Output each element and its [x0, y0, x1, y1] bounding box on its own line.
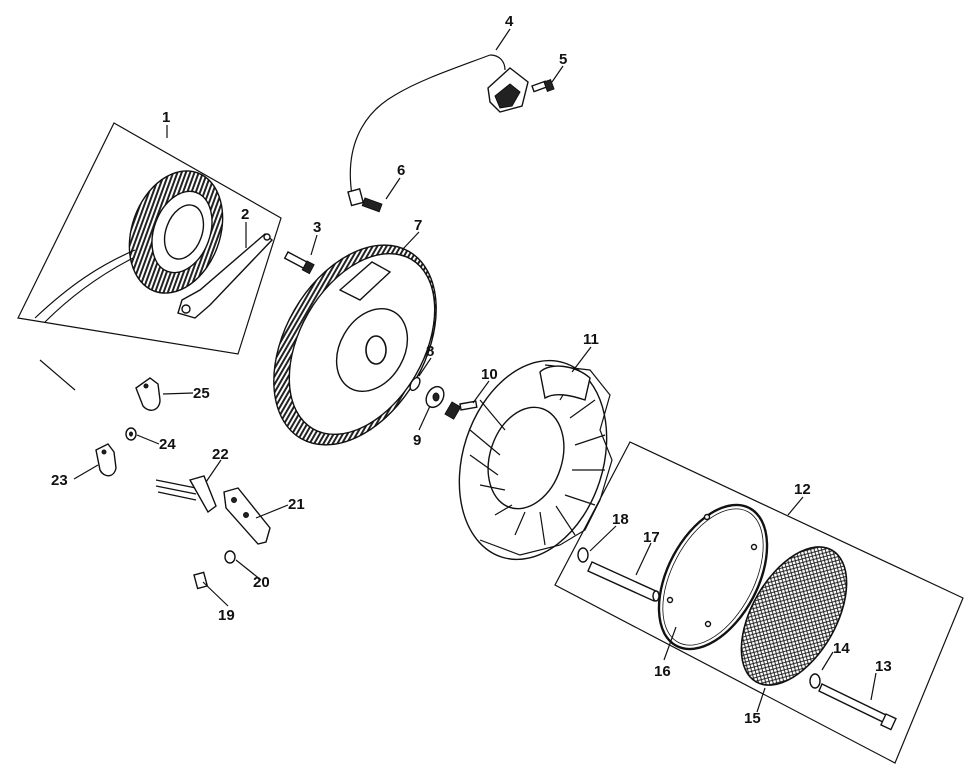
flywheel-part: [273, 244, 437, 446]
callout-labels: 1 2 3 4 5 6 7 8 9 10 11 12 13 14 15 16 1…: [51, 13, 892, 727]
callout-3: 3: [313, 219, 321, 236]
screw-19-part: [193, 571, 209, 590]
leader-lines: [73, 28, 877, 713]
screw-10-part: [444, 400, 478, 420]
callout-13: 13: [875, 658, 892, 675]
callout-1: 1: [162, 109, 170, 126]
bolt-13-part: [818, 683, 897, 731]
screw-3-part: [283, 251, 315, 275]
callout-9: 9: [413, 432, 421, 449]
bracket-21-part: [223, 487, 271, 545]
callout-15: 15: [744, 710, 761, 727]
callout-4: 4: [505, 13, 514, 30]
callout-22: 22: [212, 446, 229, 463]
spark-plug-boot-part: [347, 188, 365, 207]
callout-14: 14: [833, 640, 850, 657]
callout-6: 6: [397, 162, 405, 179]
callout-16: 16: [654, 663, 671, 680]
washer-9-part: [425, 385, 445, 409]
clamp-25-part: [135, 377, 161, 411]
callout-21: 21: [288, 496, 305, 513]
stator-bracket-part: [177, 233, 274, 319]
callout-2: 2: [241, 206, 249, 223]
screen-15-part: [740, 546, 848, 686]
callout-10: 10: [481, 366, 498, 383]
stator-group: [17, 122, 282, 391]
callout-8: 8: [426, 343, 434, 360]
spark-plug-lead: [349, 54, 491, 196]
key-8-part: [409, 376, 421, 392]
callout-24: 24: [159, 436, 176, 453]
washer-18-part: [577, 547, 589, 563]
washer-14-part: [809, 673, 821, 689]
callout-12: 12: [794, 481, 811, 498]
terminal-22-part: [155, 475, 217, 514]
spacer-17-part: [587, 561, 660, 602]
callout-7: 7: [414, 217, 422, 234]
stator-group-box: [17, 122, 282, 355]
screen-group: [554, 441, 964, 764]
flywheel-magnet: [338, 261, 392, 301]
stator-lead-wire: [34, 249, 136, 319]
retainer-ring-16-part: [657, 503, 769, 651]
washer-20-part: [224, 550, 236, 564]
plug-terminal-part: [361, 197, 383, 213]
screen-group-box: [554, 441, 964, 764]
fan-part: [458, 359, 613, 561]
callout-11: 11: [583, 331, 599, 348]
callout-25: 25: [193, 385, 210, 402]
callout-5: 5: [559, 51, 567, 68]
callout-19: 19: [218, 607, 235, 624]
callout-17: 17: [643, 529, 660, 546]
callout-20: 20: [253, 574, 270, 591]
ignition-module-group: [347, 54, 555, 213]
stator-part: [128, 170, 224, 294]
stator-group-extension: [39, 359, 76, 391]
callout-23: 23: [51, 472, 68, 489]
stator-lead-wire-2: [44, 257, 134, 323]
callout-18: 18: [612, 511, 629, 528]
washer-24-part: [125, 427, 137, 441]
clamp-23-part: [95, 443, 117, 477]
